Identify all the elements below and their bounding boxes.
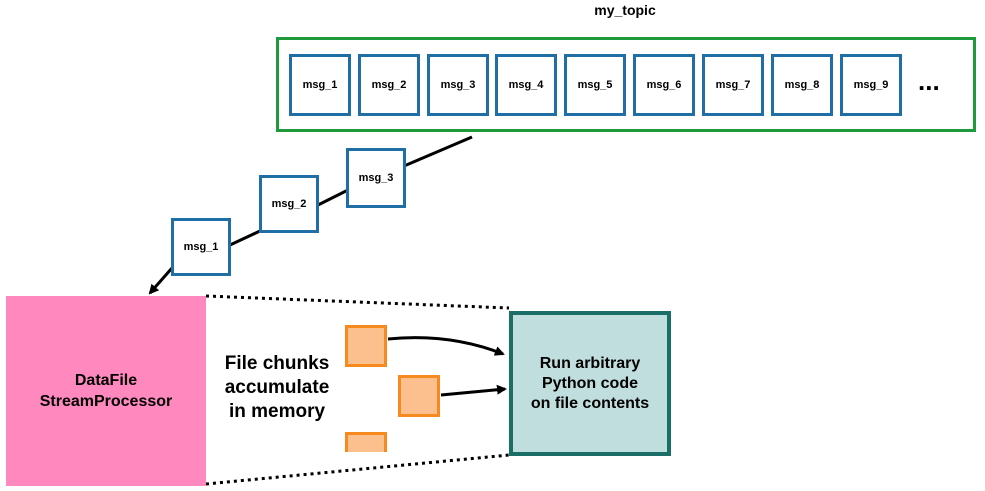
topic-message-8: msg_8 bbox=[771, 54, 833, 116]
processor-label-line-1: DataFile bbox=[74, 372, 138, 389]
topic-message-5: msg_5 bbox=[564, 54, 626, 116]
topic-message-1: msg_1 bbox=[289, 54, 351, 116]
topic-title: my_topic bbox=[594, 2, 656, 18]
in-flight-message-3: msg_3 bbox=[346, 148, 406, 208]
topic-message-3: msg_3 bbox=[427, 54, 489, 116]
topic-message-4: msg_4 bbox=[495, 54, 557, 116]
chunk-arrow-1 bbox=[387, 336, 505, 356]
more-messages-ellipsis: ... bbox=[918, 66, 940, 96]
python-code-box: Run arbitrary Python code on file conten… bbox=[509, 311, 671, 456]
flow-line-msg3-to-msg2 bbox=[315, 188, 349, 208]
datafile-stream-processor: DataFile StreamProcessor bbox=[6, 296, 206, 486]
chunk-arrow-2 bbox=[440, 384, 507, 397]
topic-message-6: msg_6 bbox=[633, 54, 695, 116]
chunks-label-line-1: File chunks bbox=[224, 353, 330, 374]
code-box-line-2: Python code bbox=[541, 374, 638, 392]
topic-message-7: msg_7 bbox=[702, 54, 764, 116]
topic-message-9: msg_9 bbox=[840, 54, 902, 116]
file-chunk-1 bbox=[345, 325, 387, 367]
flow-arrow-to-processor bbox=[148, 267, 174, 295]
dotted-line-bottom bbox=[205, 453, 510, 486]
in-flight-message-2: msg_2 bbox=[259, 175, 319, 233]
file-chunk-3 bbox=[345, 432, 387, 452]
processor-label-line-2: StreamProcessor bbox=[39, 393, 173, 410]
in-flight-message-1: msg_1 bbox=[171, 218, 231, 276]
code-box-line-1: Run arbitrary bbox=[539, 354, 641, 372]
dotted-line-top bbox=[205, 294, 510, 310]
chunks-label-line-2: accumulate bbox=[224, 377, 330, 398]
flow-line-topic-to-msg3 bbox=[403, 135, 473, 168]
file-chunks-label: File chunks accumulate in memory bbox=[212, 352, 342, 424]
flow-line-msg2-to-msg1 bbox=[229, 229, 261, 247]
file-chunk-2 bbox=[398, 375, 440, 417]
topic-message-2: msg_2 bbox=[358, 54, 420, 116]
chunks-label-line-3: in memory bbox=[228, 401, 326, 422]
code-box-line-3: on file contents bbox=[530, 394, 650, 412]
